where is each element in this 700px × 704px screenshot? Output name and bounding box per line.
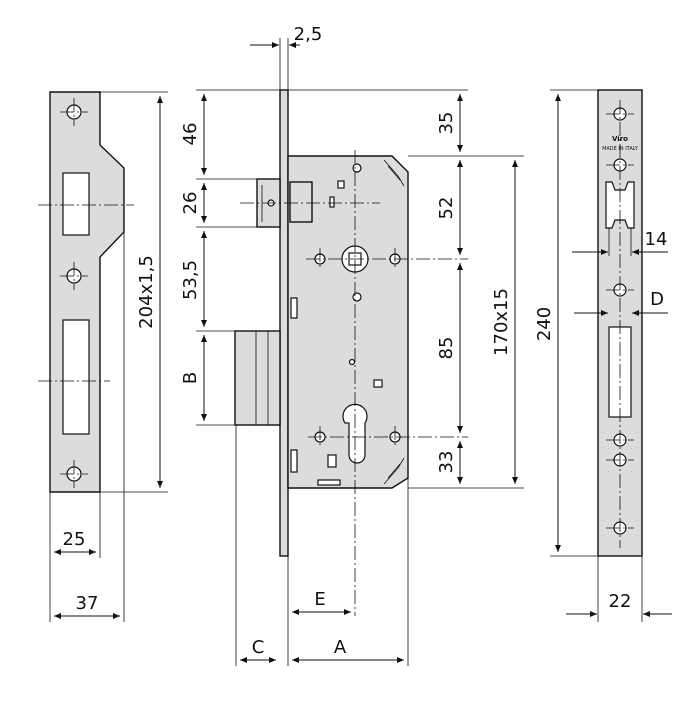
made-in-label: MADE IN ITALY — [602, 146, 639, 152]
case-height-label: 170x15 — [491, 288, 512, 356]
c-label: C — [252, 637, 265, 658]
faceplate-length-label: 240 — [534, 307, 555, 341]
spindle-label: 52 — [436, 197, 457, 220]
faceplate-slot-label: 14 — [645, 229, 668, 250]
strike-slot-label: 25 — [63, 529, 86, 550]
latch-to-bolt-label: 53,5 — [180, 260, 201, 300]
latch-height-label: 26 — [180, 192, 201, 215]
strike-width-label: 37 — [76, 593, 99, 614]
backset-e-label: E — [314, 589, 325, 610]
bolt-label: B — [180, 372, 201, 384]
faceplate-d-label: D — [650, 289, 664, 310]
forend-plate — [279, 89, 289, 557]
thickness-label: 2,5 — [294, 24, 323, 45]
lock-body: 2,5 46 26 53,5 B 35 52 85 33 170x15 E — [180, 24, 524, 666]
bottom-case-label: 33 — [436, 451, 457, 474]
top-front-label: 46 — [180, 123, 201, 146]
faceplate-width-label: 22 — [609, 591, 632, 612]
cylinder-hole — [342, 403, 368, 464]
a-label: A — [334, 637, 347, 658]
strike-length-label: 204x1,5 — [136, 255, 157, 329]
faceplate: Viro MADE IN ITALY 240 14 D — [534, 89, 672, 622]
top-case-label: 35 — [436, 112, 457, 135]
strike-latch-slot — [62, 172, 90, 236]
strike-bolt-slot — [62, 319, 90, 435]
strike-plate: 204x1,5 25 37 — [38, 91, 168, 622]
center-distance-label: 85 — [436, 337, 457, 360]
dead-bolt — [234, 330, 281, 426]
